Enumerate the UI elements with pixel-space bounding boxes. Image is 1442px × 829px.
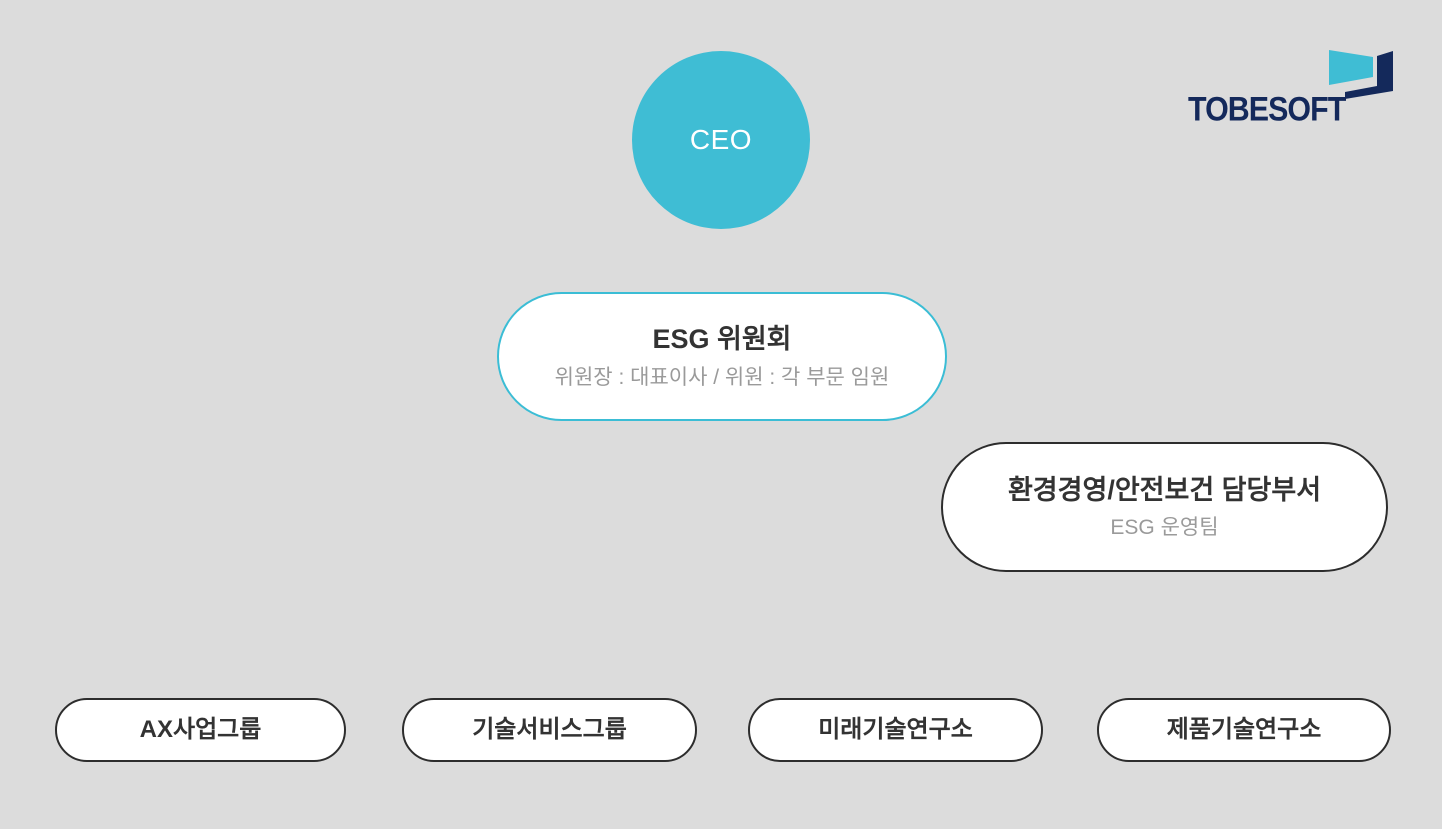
group-node-future-tech-lab: 미래기술연구소	[748, 698, 1043, 762]
group-node-ax: AX사업그룹	[55, 698, 346, 762]
esg-department-node: 환경경영/안전보건 담당부서 ESG 운영팀	[941, 442, 1388, 572]
tobesoft-logo: TOBESOFT	[1188, 47, 1398, 128]
esg-committee-title: ESG 위원회	[652, 324, 792, 355]
group-label: 제품기술연구소	[1166, 715, 1322, 743]
group-label: 기술서비스그룹	[472, 715, 627, 743]
group-label: AX사업그룹	[139, 715, 262, 743]
tobesoft-logo-text: TOBESOFT	[1188, 89, 1346, 128]
group-node-product-tech-lab: 제품기술연구소	[1097, 698, 1391, 762]
ceo-label: CEO	[689, 124, 753, 155]
esg-department-title: 환경경영/안전보건 담당부서	[1007, 474, 1322, 505]
tobesoft-logo-icon	[1329, 50, 1393, 99]
esg-department-subtitle: ESG 운영팀	[1110, 516, 1219, 540]
ceo-node: CEO	[632, 51, 810, 229]
esg-committee-subtitle: 위원장 : 대표이사 / 위원 : 각 부문 임원	[554, 365, 890, 389]
group-node-tech-service: 기술서비스그룹	[402, 698, 697, 762]
esg-committee-node: ESG 위원회 위원장 : 대표이사 / 위원 : 각 부문 임원	[497, 292, 947, 421]
group-label: 미래기술연구소	[818, 715, 973, 743]
